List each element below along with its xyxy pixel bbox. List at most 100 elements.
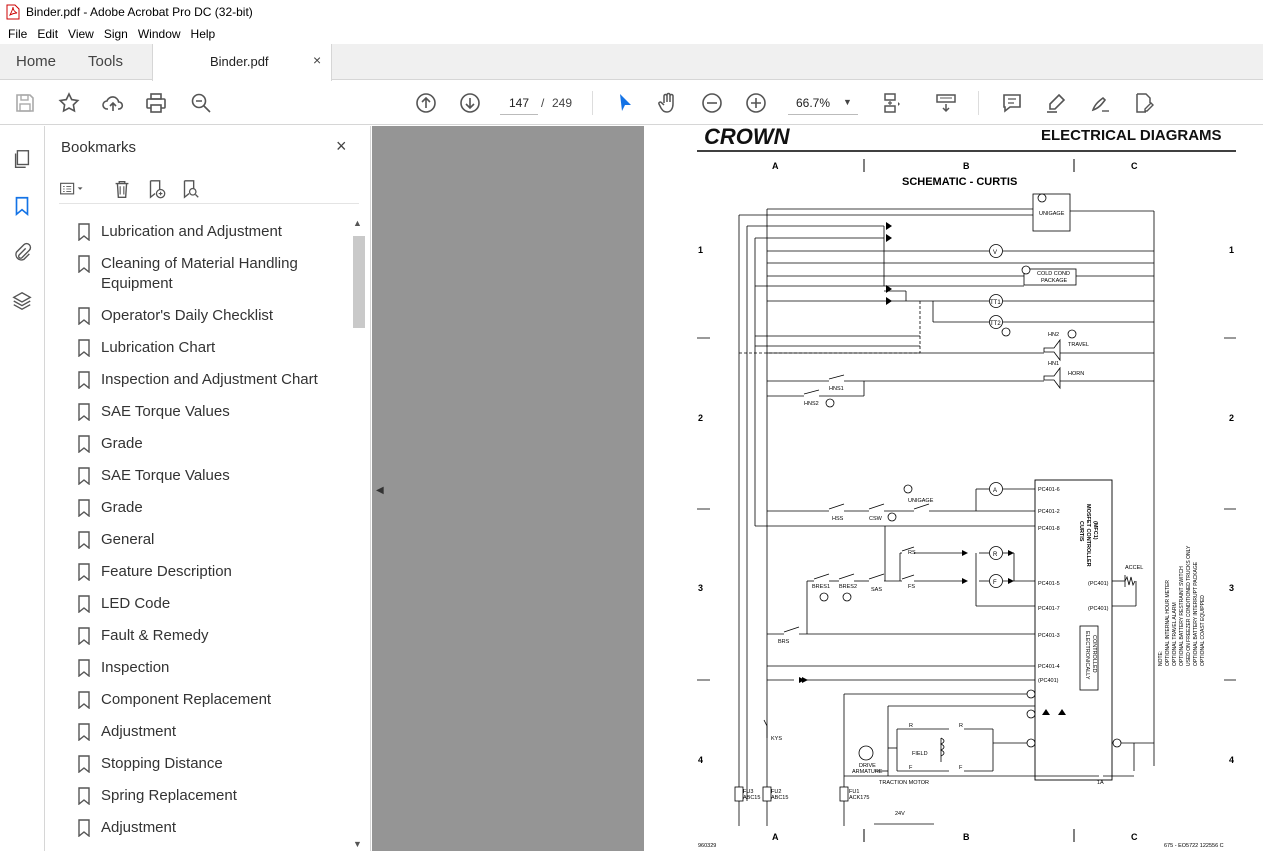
hn2-label: HN2 <box>1048 332 1059 338</box>
print-icon[interactable] <box>143 90 169 116</box>
mosfet-label: MOSFET CONTROLLER <box>1085 504 1091 567</box>
bookmark-panel-icon[interactable] <box>9 193 35 219</box>
highlight-pen-icon[interactable] <box>1043 90 1069 116</box>
doc-number-left: 960329 <box>698 843 716 849</box>
scroll-mode-icon[interactable] <box>933 90 959 116</box>
hns2-label: HNS2 <box>804 401 819 407</box>
bookmark-label: Adjustment <box>101 723 177 740</box>
save-icon[interactable] <box>12 90 38 116</box>
bookmark-item[interactable]: Operator's Daily Checklist <box>59 302 349 334</box>
page-fit-icon[interactable] <box>878 90 904 116</box>
layers-icon[interactable] <box>9 288 35 314</box>
pc401-7-label: PC401-7 <box>1038 606 1060 612</box>
close-panel-icon[interactable]: × <box>336 136 347 156</box>
menu-edit[interactable]: Edit <box>37 27 59 41</box>
close-tab-icon[interactable]: × <box>313 52 322 68</box>
bookmark-item[interactable]: Inspection and Adjustment Chart <box>59 366 349 398</box>
bookmark-item[interactable]: Lubrication Chart <box>59 334 349 366</box>
bookmark-item[interactable]: Grade <box>59 494 349 526</box>
star-icon[interactable] <box>56 90 82 116</box>
cold-cond-label: COLD COND <box>1037 271 1070 277</box>
bookmark-options-icon[interactable] <box>59 176 85 202</box>
bookmark-label: General <box>101 531 155 548</box>
bookmark-item[interactable]: Lubrication and Adjustment <box>59 218 349 250</box>
toolbar-divider <box>978 91 979 115</box>
menu-file[interactable]: File <box>8 27 28 41</box>
comment-icon[interactable] <box>999 90 1025 116</box>
bookmark-item[interactable]: Stopping Distance <box>59 750 349 782</box>
bookmark-item[interactable]: Cleaning of Material Handling Equipment <box>59 250 349 302</box>
scroll-up-icon[interactable]: ▲ <box>353 218 362 228</box>
previous-page-icon[interactable] <box>413 90 439 116</box>
bookmark-item[interactable]: General <box>59 526 349 558</box>
bookmark-icon <box>78 435 90 453</box>
page-thumbnails-icon[interactable] <box>9 146 35 172</box>
bookmark-item[interactable]: Adjustment <box>59 814 349 846</box>
attachment-icon[interactable] <box>9 240 35 266</box>
page-number-input[interactable] <box>500 91 538 115</box>
bookmark-item[interactable]: Component Replacement <box>59 686 349 718</box>
bookmark-item[interactable]: Inspection <box>59 654 349 686</box>
select-cursor-icon[interactable] <box>612 90 638 116</box>
hand-tool-icon[interactable] <box>655 90 681 116</box>
hns1-label: HNS1 <box>829 386 844 392</box>
scroll-down-icon[interactable]: ▼ <box>353 839 362 849</box>
tab-tools[interactable]: Tools <box>88 53 124 70</box>
find-bookmark-icon[interactable] <box>177 176 203 202</box>
zoom-search-icon[interactable] <box>188 90 214 116</box>
zoom-select[interactable]: 66.7% ▼ <box>788 91 858 115</box>
delete-bookmark-icon[interactable] <box>109 176 135 202</box>
bookmark-item[interactable]: Feature Description <box>59 558 349 590</box>
scrollbar-thumb[interactable] <box>353 236 365 328</box>
fill-sign-icon[interactable] <box>1087 90 1113 116</box>
battery-voltage-label: 24V <box>895 811 905 817</box>
amp-label: 1A <box>1097 780 1104 786</box>
armature-label: ARMATURE <box>852 769 883 775</box>
upload-cloud-icon[interactable] <box>100 90 126 116</box>
bookmark-item[interactable]: LED Code <box>59 590 349 622</box>
bookmark-icon <box>78 691 90 709</box>
sas-label: SAS <box>871 587 882 593</box>
navigation-rail <box>0 126 45 851</box>
bookmark-label: SAE Torque Values <box>101 403 230 420</box>
bookmarks-scrollbar[interactable]: ▲ ▼ <box>351 218 365 851</box>
zoom-in-icon[interactable] <box>743 90 769 116</box>
tab-home[interactable]: Home <box>16 53 57 70</box>
pc401-6-label: PC401-6 <box>1038 487 1060 493</box>
bookmark-icon <box>78 755 90 773</box>
bookmark-item[interactable]: SAE Torque Values <box>59 398 349 430</box>
bookmark-icon <box>78 723 90 741</box>
bookmark-label: Grade <box>101 435 143 452</box>
motor-r2-label: R <box>959 723 963 729</box>
row-label-2-right: 2 <box>1229 413 1234 423</box>
menu-window[interactable]: Window <box>137 27 181 41</box>
fu1-label: FU1 <box>849 789 859 795</box>
pc401-2-label: PC401-2 <box>1038 509 1060 515</box>
menu-view[interactable]: View <box>68 27 94 41</box>
bookmark-label: Adjustment <box>101 819 177 836</box>
bookmark-label: Lubrication and Adjustment <box>101 223 282 240</box>
zoom-out-icon[interactable] <box>699 90 725 116</box>
package-label: PACKAGE <box>1041 278 1068 284</box>
next-page-icon[interactable] <box>457 90 483 116</box>
bookmark-item[interactable]: Adjustment <box>59 718 349 750</box>
bookmark-icon <box>78 627 90 645</box>
motor-r-label: R <box>909 723 913 729</box>
kys-label: KYS <box>771 736 782 742</box>
mfc-label: (MFC1) <box>1092 521 1098 540</box>
bookmark-item[interactable]: Fault & Remedy <box>59 622 349 654</box>
bookmark-item[interactable]: SAE Torque Values <box>59 462 349 494</box>
bookmark-item[interactable]: Spring Replacement <box>59 782 349 814</box>
bookmark-label: Feature Description <box>101 563 232 580</box>
row-label-3: 3 <box>698 583 703 593</box>
tab-document[interactable]: Binder.pdf × <box>152 44 332 81</box>
field-label: FIELD <box>912 751 928 757</box>
collapse-panel-icon[interactable]: ◀ <box>376 485 384 496</box>
bookmark-item[interactable]: Grade <box>59 430 349 462</box>
new-bookmark-icon[interactable] <box>143 176 169 202</box>
note-2: OPTIONAL TRAVEL ALARM <box>1172 602 1178 666</box>
bookmark-icon <box>78 223 90 241</box>
menu-help[interactable]: Help <box>190 27 216 41</box>
share-edit-icon[interactable] <box>1131 90 1157 116</box>
menu-sign[interactable]: Sign <box>103 27 128 41</box>
